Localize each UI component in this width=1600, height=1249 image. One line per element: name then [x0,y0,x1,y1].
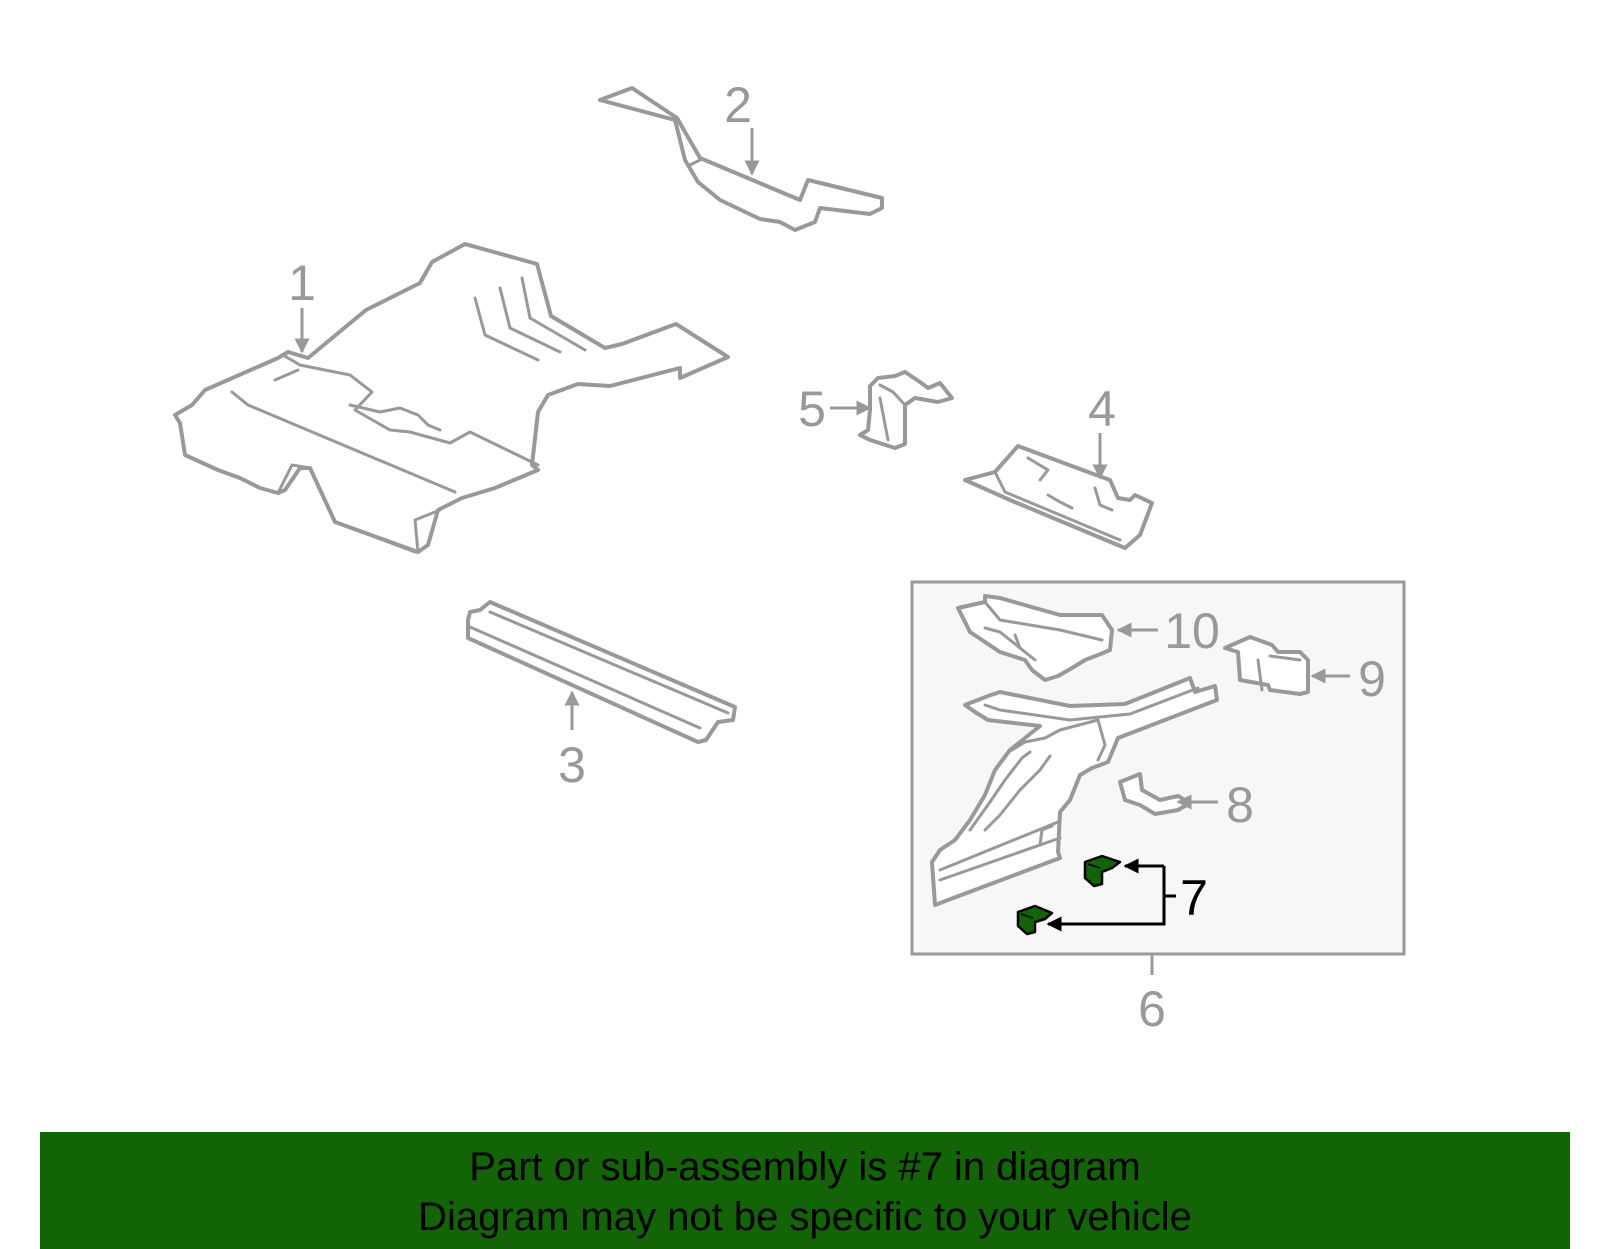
callout-10: 10 [1116,603,1220,659]
callout-5-label: 5 [798,381,826,437]
part-1-floor-pan[interactable] [173,242,730,554]
callout-9: 9 [1310,651,1386,707]
part-7-bracket-upper[interactable] [1083,854,1122,888]
subassembly-6-box [910,580,1406,956]
callout-7: 7 [1046,858,1208,932]
callout-8: 8 [1176,777,1254,833]
callout-6-label: 6 [1138,981,1166,1037]
callout-4: 4 [1088,381,1116,480]
part-9-bracket[interactable] [1223,635,1310,696]
info-banner: Part or sub-assembly is #7 in diagram Di… [40,1132,1570,1249]
part-10-wheelhouse[interactable] [956,594,1114,682]
callout-8-label: 8 [1226,777,1254,833]
part-7-bracket-lower[interactable] [1016,904,1054,936]
part-3-rail[interactable] [466,600,737,744]
callout-3: 3 [558,690,586,793]
callout-2-label: 2 [724,77,752,133]
callout-1-label: 1 [288,255,316,311]
banner-line-2: Diagram may not be specific to your vehi… [418,1195,1192,1239]
callout-10-label: 10 [1164,603,1220,659]
banner-line-1: Part or sub-assembly is #7 in diagram [469,1145,1141,1189]
callout-6: 6 [1138,955,1166,1037]
callout-7-label: 7 [1180,870,1208,926]
callout-3-label: 3 [558,737,586,793]
callout-7-leader-lower [1046,866,1166,932]
callout-5: 5 [798,381,872,437]
part-4-panel[interactable] [963,444,1154,550]
callout-4-label: 4 [1088,381,1116,437]
callout-1: 1 [288,255,316,354]
callout-2: 2 [724,77,760,176]
part-5-bracket[interactable] [858,370,954,450]
part-2-crossmember[interactable] [598,86,884,232]
callout-9-label: 9 [1358,651,1386,707]
part-6-frame-rail[interactable] [930,676,1219,907]
